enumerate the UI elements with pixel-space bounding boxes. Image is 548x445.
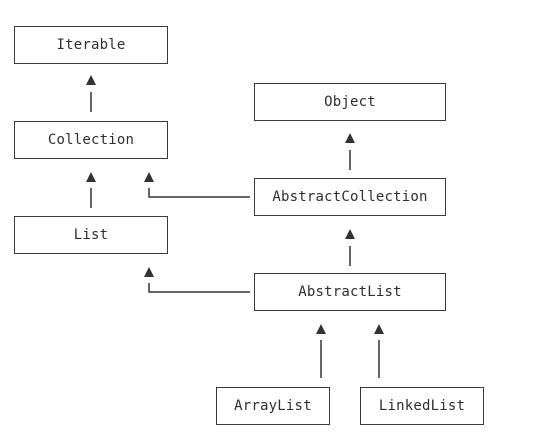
node-iterable: Iterable bbox=[14, 26, 168, 64]
arrowhead bbox=[345, 229, 355, 239]
arrowhead bbox=[86, 75, 96, 85]
node-array-list: ArrayList bbox=[216, 387, 330, 425]
node-label: List bbox=[73, 227, 109, 243]
node-abstract-list: AbstractList bbox=[254, 273, 446, 311]
edge-abstractlist-abstractcollection bbox=[345, 229, 355, 266]
node-label: Object bbox=[324, 94, 376, 110]
edge-linkedlist-abstractlist bbox=[374, 324, 384, 378]
arrowhead bbox=[144, 267, 154, 277]
node-abstract-collection: AbstractCollection bbox=[254, 178, 446, 216]
arrowhead bbox=[316, 324, 326, 334]
node-label: AbstractCollection bbox=[272, 189, 428, 205]
edge-list-collection bbox=[86, 172, 96, 208]
node-label: Iterable bbox=[56, 37, 126, 53]
arrowhead bbox=[374, 324, 384, 334]
arrowhead bbox=[345, 133, 355, 143]
node-linked-list: LinkedList bbox=[360, 387, 484, 425]
arrowhead bbox=[86, 172, 96, 182]
arrowhead bbox=[144, 172, 154, 182]
node-list: List bbox=[14, 216, 168, 254]
edge-abstractcollection-collection bbox=[144, 172, 250, 198]
node-label: Collection bbox=[47, 132, 135, 148]
edge-line bbox=[148, 283, 250, 293]
edge-abstractlist-list bbox=[144, 267, 250, 293]
node-collection: Collection bbox=[14, 121, 168, 159]
node-label: AbstractList bbox=[298, 284, 402, 300]
edge-collection-iterable bbox=[86, 75, 96, 112]
edge-line bbox=[148, 188, 250, 198]
edge-abstractcollection-object bbox=[345, 133, 355, 170]
node-label: LinkedList bbox=[378, 398, 466, 414]
node-object: Object bbox=[254, 83, 446, 121]
node-label: ArrayList bbox=[234, 398, 312, 414]
edge-arraylist-abstractlist bbox=[316, 324, 326, 378]
